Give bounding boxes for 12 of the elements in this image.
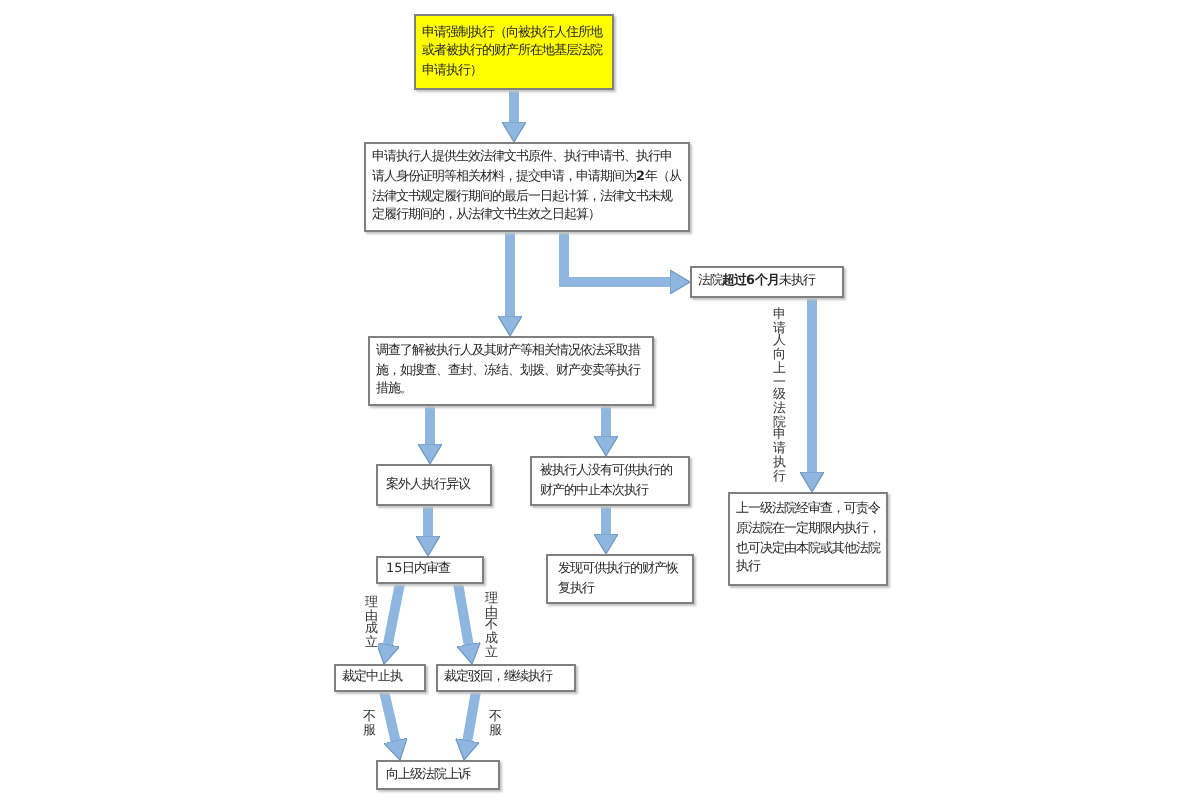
arrow [497,232,523,337]
arrow [455,690,481,761]
arrow [375,582,405,665]
arrow [559,232,691,295]
arrow [501,90,527,143]
arrow [593,506,619,555]
arrow [799,297,825,493]
arrow [417,406,443,465]
arrow [453,582,481,665]
arrow [379,690,408,762]
arrow [415,506,441,557]
arrow [593,406,619,457]
